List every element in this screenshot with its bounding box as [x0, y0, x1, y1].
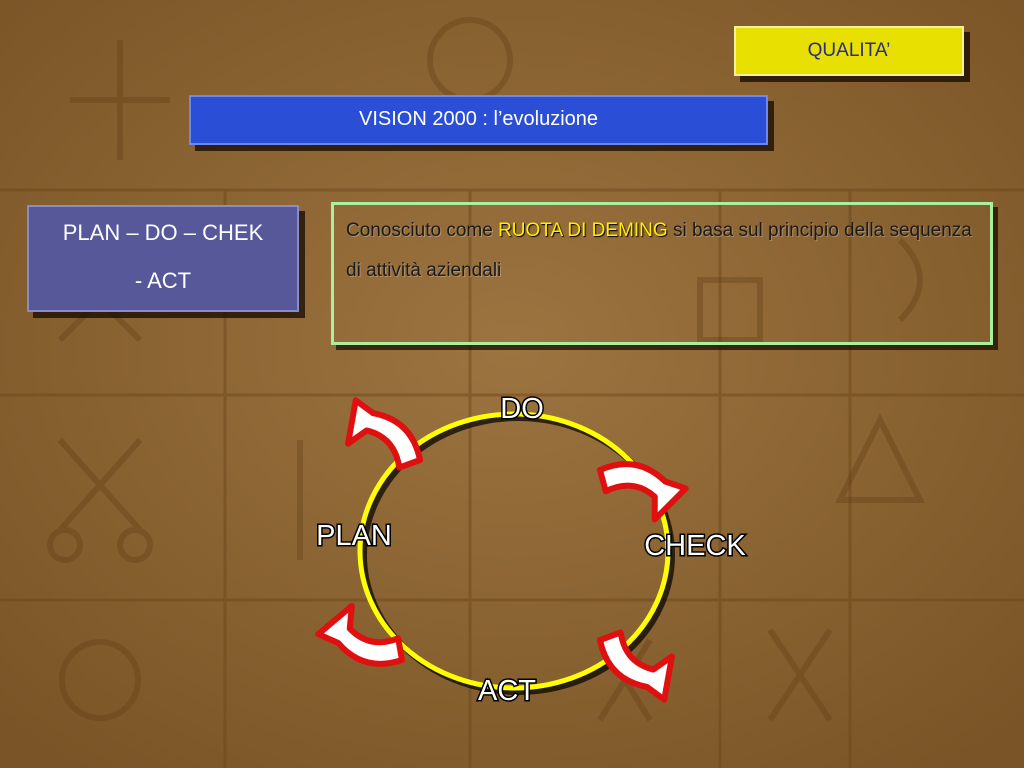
pdca-title-line1: PLAN – DO – CHEK [62, 220, 264, 245]
vision-title: VISION 2000 : l’evoluzione [358, 108, 599, 130]
pdca-title-box: PLAN – DO – CHEK - ACT [27, 205, 299, 312]
vision-title-banner: VISION 2000 : l’evoluzione [189, 95, 768, 145]
description-text-end: si basa sul principio della sequenza di … [346, 220, 972, 281]
curved-arrow-icon-top-left [335, 386, 421, 481]
description-highlight: RUOTA DI DEMING [498, 220, 668, 241]
pdca-title-line2: - ACT [134, 268, 192, 293]
curved-arrow-icon-top-right [600, 449, 692, 530]
cycle-ring [357, 411, 671, 691]
cycle-ring-shadow [361, 415, 675, 695]
qualita-banner: QUALITA’ [734, 26, 964, 76]
curved-arrow-icon-bottom-left [314, 599, 402, 674]
cycle-label-check: CHECK [644, 530, 746, 562]
description-text-start: Conosciuto come [346, 220, 499, 241]
description-box: Conosciuto come RUOTA DI DEMING si basa … [331, 202, 993, 345]
qualita-label: QUALITA’ [807, 40, 891, 61]
cycle-label-do: DO [500, 393, 544, 425]
cycle-label-act: ACT [478, 675, 536, 707]
cycle-label-plan: PLAN [316, 520, 392, 552]
